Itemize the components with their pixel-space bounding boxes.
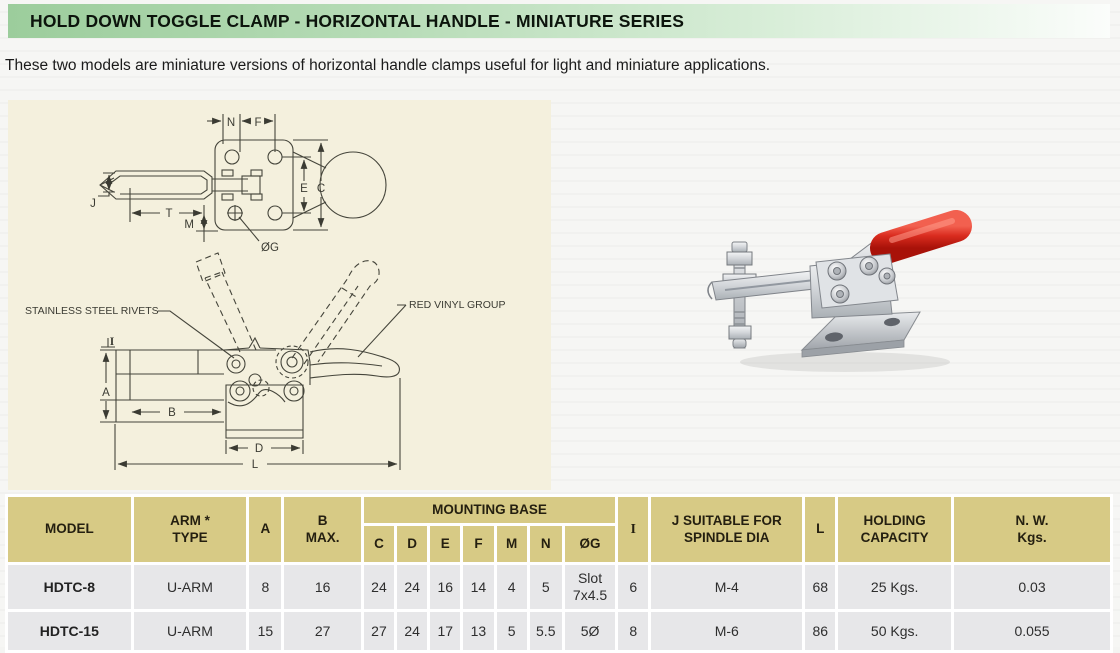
col-header-net-weight: N. W. Kgs. (953, 497, 1110, 562)
vinyl-callout: RED VINYL GROUP (409, 299, 505, 311)
cell-c: 24 (363, 565, 395, 609)
page-title: HOLD DOWN TOGGLE CLAMP - HORIZONTAL HAND… (30, 10, 685, 31)
col-header-arm-type: ARM * TYPE (133, 497, 247, 562)
cell-og: Slot 7x4.5 (564, 565, 616, 609)
cell-l: 86 (805, 612, 836, 650)
cell-og: 5Ø (564, 612, 616, 650)
col-header-holding-capacity: HOLDING CAPACITY (838, 497, 951, 562)
col-header-a: A (249, 497, 282, 562)
rivets (827, 256, 896, 304)
cell-f: 13 (463, 612, 494, 650)
dim-label-i: I (110, 336, 115, 348)
col-header-d: D (397, 526, 428, 562)
cell-m: 4 (496, 565, 527, 609)
cell-holding-capacity: 50 Kgs. (838, 612, 951, 650)
table-row: HDTC-8 U-ARM 8 16 24 24 16 14 4 5 Slot 7… (8, 565, 1110, 609)
cell-e: 17 (430, 612, 461, 650)
col-header-mounting-base: MOUNTING BASE (363, 497, 616, 523)
col-header-f: F (463, 526, 494, 562)
cell-net-weight: 0.03 (953, 565, 1110, 609)
cell-a: 8 (249, 565, 282, 609)
clamp-photo (707, 210, 972, 372)
cell-a: 15 (249, 612, 282, 650)
cell-d: 24 (397, 565, 428, 609)
product-photo (650, 200, 990, 400)
dim-label-e: E (300, 183, 308, 195)
red-handle-grip (870, 210, 972, 264)
cell-c: 27 (363, 612, 395, 650)
dim-label-j: J (90, 198, 96, 210)
dim-label-m: M (184, 219, 194, 231)
cell-n: 5.5 (529, 612, 562, 650)
col-header-j-spindle: J SUITABLE FOR SPINDLE DIA (651, 497, 803, 562)
dim-label-f: F (254, 117, 261, 129)
cell-model: HDTC-15 (8, 612, 131, 650)
cell-i: 6 (618, 565, 649, 609)
col-header-b-max: B MAX. (284, 497, 361, 562)
cell-holding-capacity: 25 Kgs. (838, 565, 951, 609)
technical-drawing: N F E C J T M ØG STAINLESS STEEL RIVETS … (25, 114, 505, 471)
cell-e: 16 (430, 565, 461, 609)
cell-j-spindle: M-6 (651, 612, 803, 650)
photo-shadow (740, 352, 950, 372)
cell-model: HDTC-8 (8, 565, 131, 609)
cell-net-weight: 0.055 (953, 612, 1110, 650)
cell-b-max: 27 (284, 612, 361, 650)
spec-table: MODEL ARM * TYPE A B MAX. MOUNTING BASE … (5, 494, 1113, 653)
dim-label-t: T (165, 208, 172, 220)
cell-j-spindle: M-4 (651, 565, 803, 609)
col-header-m: M (496, 526, 527, 562)
col-header-e: E (430, 526, 461, 562)
title-bar: HOLD DOWN TOGGLE CLAMP - HORIZONTAL HAND… (8, 4, 1110, 38)
dim-label-a: A (102, 387, 110, 399)
cell-arm-type: U-ARM (133, 612, 247, 650)
col-header-l: L (805, 497, 836, 562)
dim-label-l: L (252, 459, 259, 471)
dim-label-og: ØG (261, 242, 279, 254)
dim-label-b: B (168, 407, 176, 419)
col-header-model: MODEL (8, 497, 131, 562)
cell-f: 14 (463, 565, 494, 609)
col-header-og: ØG (564, 526, 616, 562)
dim-label-d: D (255, 443, 263, 455)
col-header-c: C (363, 526, 395, 562)
description-text: These two models are miniature versions … (5, 57, 771, 74)
col-header-n: N (529, 526, 562, 562)
pivot-plate (815, 253, 899, 309)
technical-drawing-panel: N F E C J T M ØG STAINLESS STEEL RIVETS … (8, 100, 551, 490)
cell-l: 68 (805, 565, 836, 609)
dim-label-c: C (317, 183, 325, 195)
cell-arm-type: U-ARM (133, 565, 247, 609)
col-header-i: I (618, 497, 649, 562)
table-row: HDTC-15 U-ARM 15 27 27 24 17 13 5 5.5 5Ø… (8, 612, 1110, 650)
dim-label-n: N (227, 117, 235, 129)
cell-i: 8 (618, 612, 649, 650)
cell-m: 5 (496, 612, 527, 650)
rivets-callout: STAINLESS STEEL RIVETS (25, 305, 159, 317)
cell-n: 5 (529, 565, 562, 609)
cell-d: 24 (397, 612, 428, 650)
cell-b-max: 16 (284, 565, 361, 609)
